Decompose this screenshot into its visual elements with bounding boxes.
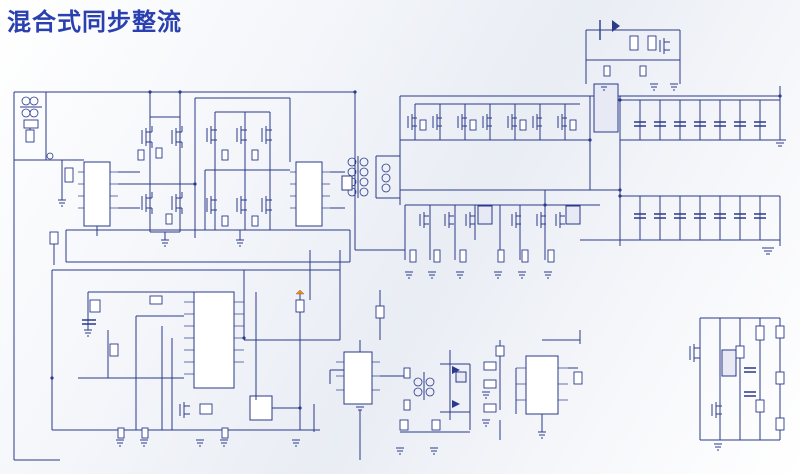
- interconnect-wires: [14, 90, 782, 461]
- output-capacitor-bank-2: [620, 195, 781, 255]
- slide-title: 混合式同步整流: [7, 8, 182, 36]
- left-input-network: [14, 152, 74, 265]
- gate-driver-ic-1: [70, 159, 118, 236]
- isolation-driver: [329, 340, 505, 460]
- comparator-ic: [515, 330, 583, 439]
- top-driver-ic: [585, 20, 681, 133]
- sync-rectifier-top: [399, 95, 780, 246]
- gate-driver-ic-2: [65, 92, 356, 263]
- auxiliary-circuit: [689, 317, 785, 451]
- main-transformer: [341, 155, 401, 199]
- feedback-network: [117, 289, 385, 439]
- input-transformer: [13, 91, 355, 460]
- mosfet-bridge-2: [194, 97, 290, 247]
- mosfet-bridge-1: [118, 92, 195, 247]
- pwm-controller-ic: [51, 250, 341, 447]
- output-capacitor-bank-1: [620, 86, 786, 147]
- sync-rectifier-middle: [404, 190, 620, 279]
